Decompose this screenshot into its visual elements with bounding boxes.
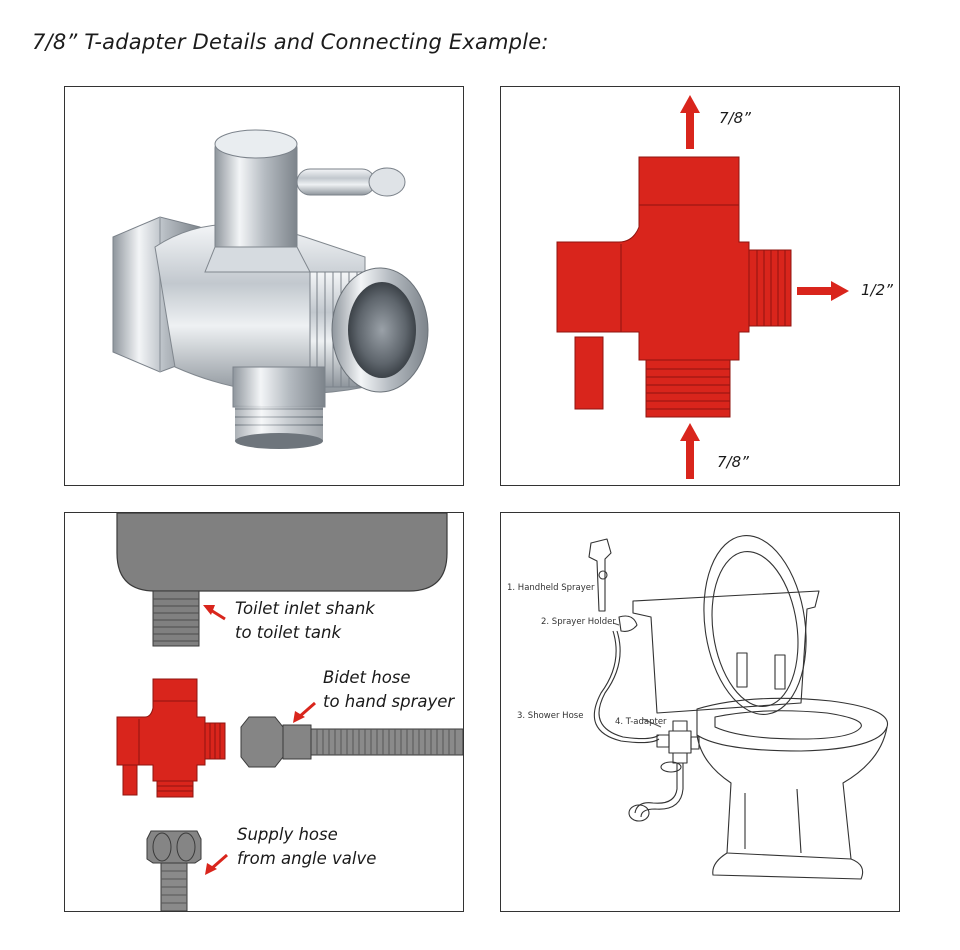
- arrow-right-icon: [797, 281, 849, 301]
- right-size-label: 1/2”: [861, 281, 893, 299]
- arrow-up-top-icon: [680, 95, 700, 149]
- toilet-tank-outline: [632, 590, 820, 714]
- sprayer-holder-icon: [618, 615, 638, 632]
- connection-diagram: [116, 513, 463, 911]
- toilet-inlet-shank: [152, 590, 200, 647]
- part-label-handheld-sprayer: 1. Handheld Sprayer: [507, 583, 595, 593]
- toilet-tank: [116, 513, 448, 592]
- t-adapter-photo-icon: [112, 129, 429, 449]
- t-adapter-photo-panel: [64, 86, 464, 486]
- toilet-installation-diagram: [588, 535, 889, 880]
- callout-inlet-shank-line1: Toilet inlet shank: [235, 599, 375, 618]
- t-adapter-small-icon: [656, 720, 700, 764]
- supply-hose: [146, 830, 202, 911]
- callout-bidet-hose-line2: to hand sprayer: [323, 692, 455, 711]
- part-label-t-adapter: 4. T-adapter: [615, 717, 667, 727]
- part-label-sprayer-holder: 2. Sprayer Holder: [541, 617, 616, 627]
- part-label-shower-hose: 3. Shower Hose: [517, 711, 584, 721]
- arrow-bidet-icon: [293, 701, 316, 723]
- arrow-up-bottom-icon: [680, 423, 700, 479]
- callout-inlet-shank: Toilet inlet shank to toilet tank: [235, 597, 375, 645]
- callout-supply-hose-line2: from angle valve: [237, 849, 377, 868]
- page-title: 7/8” T-adapter Details and Connecting Ex…: [32, 30, 549, 54]
- arrow-supply-icon: [205, 853, 228, 875]
- callout-supply-hose-line1: Supply hose: [237, 825, 338, 844]
- callout-inlet-shank-line2: to toilet tank: [235, 623, 342, 642]
- top-size-label: 7/8”: [719, 109, 751, 127]
- connection-example-panel: Toilet inlet shank to toilet tank Bidet …: [64, 512, 464, 912]
- bottom-size-label: 7/8”: [717, 453, 749, 471]
- shower-hose-outline: [593, 630, 660, 744]
- t-adapter-icon: [116, 678, 226, 798]
- callout-bidet-hose: Bidet hose to hand sprayer: [323, 666, 454, 714]
- callout-supply-hose: Supply hose from angle valve: [237, 823, 376, 871]
- toilet-lid-outline: [703, 535, 807, 715]
- dimension-diagram-panel: 7/8” 1/2” 7/8”: [500, 86, 900, 486]
- bidet-hose: [240, 716, 463, 768]
- toilet-seat-outline: [696, 697, 889, 752]
- installation-example-panel: 1. Handheld Sprayer 2. Sprayer Holder 3.…: [500, 512, 900, 912]
- callout-bidet-hose-line1: Bidet hose: [323, 668, 411, 687]
- arrow-shank-icon: [203, 605, 226, 621]
- dimension-diagram: [556, 95, 849, 479]
- hand-sprayer-icon: [588, 538, 612, 612]
